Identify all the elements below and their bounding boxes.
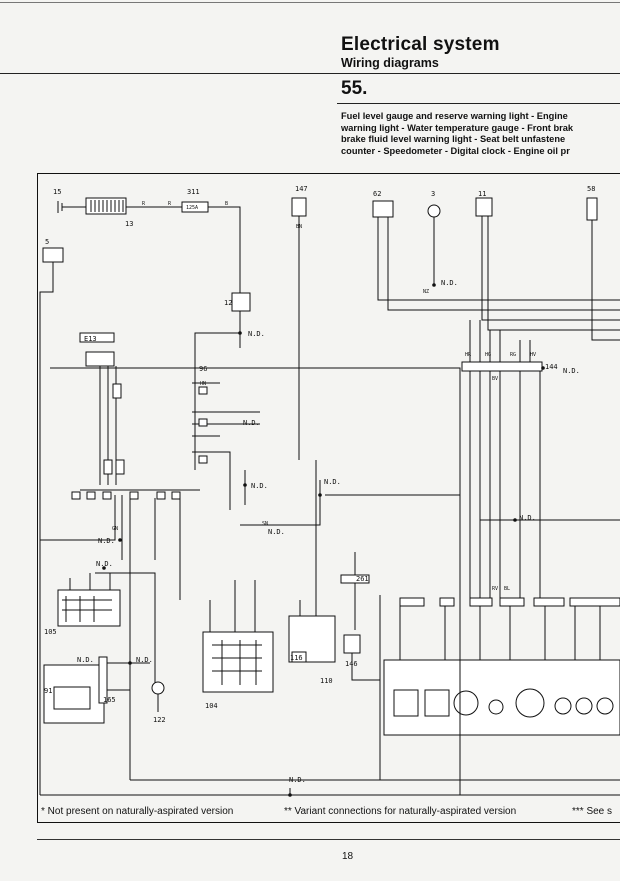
- nd-marker: N.D.: [324, 478, 341, 486]
- component-number-12: 12: [224, 299, 232, 307]
- nd-marker: N.D.: [248, 330, 265, 338]
- header-rule: [0, 73, 620, 74]
- nd-marker: N.D.: [441, 279, 458, 287]
- nd-marker: N.D.: [136, 656, 153, 664]
- section-rule: [337, 103, 620, 104]
- wire-color-code: SN: [262, 521, 268, 527]
- top-rule: [0, 2, 620, 3]
- component-number-116: 116: [290, 654, 303, 662]
- component-number-96: 96: [199, 365, 207, 373]
- bottom-rule: [37, 839, 620, 840]
- component-number-104: 104: [205, 702, 218, 710]
- wire-color-code: R: [168, 201, 172, 207]
- component-number-146: 146: [345, 660, 358, 668]
- page-subtitle: Wiring diagrams: [341, 56, 439, 70]
- description-line: brake fluid level warning light - Seat b…: [341, 134, 566, 144]
- component-number-13: 13: [125, 220, 133, 228]
- component-number-58: 58: [587, 185, 595, 193]
- wire-color-code: RG: [510, 352, 516, 358]
- component-number-3: 3: [431, 190, 435, 198]
- wire-color-code: GN: [112, 526, 118, 532]
- component-number-62: 62: [373, 190, 381, 198]
- wire-color-code: B: [225, 201, 228, 207]
- section-number: 55.: [341, 78, 368, 99]
- component-number-91: 91: [44, 687, 52, 695]
- component-number-11: 11: [478, 190, 486, 198]
- wire-color-code: HV: [530, 352, 536, 358]
- fuse-rating: 125A: [186, 205, 198, 211]
- component-number-165: 165: [103, 696, 116, 704]
- nd-marker: N.D.: [251, 482, 268, 490]
- footnote-not-present: * Not present on naturally-aspirated ver…: [41, 806, 234, 817]
- wire-color-code: BN: [296, 224, 302, 230]
- component-number-144: 144: [545, 363, 558, 371]
- component-number-147: 147: [295, 185, 308, 193]
- description-line: counter - Speedometer - Digital clock - …: [341, 145, 570, 156]
- nd-marker: N.D.: [563, 367, 580, 375]
- component-number-311: 311: [187, 188, 200, 196]
- component-number-15: 15: [53, 188, 61, 196]
- wire-color-code: HR: [465, 352, 472, 358]
- nd-marker: N.D.: [77, 656, 94, 664]
- footnote-variant-connections: ** Variant connections for naturally-asp…: [284, 806, 517, 817]
- component-number-122: 122: [153, 716, 166, 724]
- diagram-frame: [37, 173, 620, 823]
- page-title: Electrical system: [341, 34, 500, 55]
- wire-color-code: HG: [485, 352, 491, 358]
- nd-marker: N.D.: [96, 560, 113, 568]
- nd-marker: N.D.: [289, 776, 306, 784]
- description-line: Fuel level gauge and reserve warning lig…: [341, 111, 568, 121]
- component-number-261: 261: [356, 575, 369, 583]
- description-line: warning light - Water temperature gauge …: [341, 122, 574, 133]
- nd-marker: N.D.: [243, 419, 260, 427]
- wire-color-code: RV: [492, 586, 498, 592]
- nd-marker: N.D.: [268, 528, 285, 536]
- footnotes: * Not present on naturally-aspirated ver…: [37, 803, 620, 823]
- wire-color-code: R: [142, 201, 146, 207]
- diagram-description: Fuel level gauge and reserve warning lig…: [341, 111, 620, 157]
- component-number-e13: E13: [84, 335, 97, 343]
- wire-color-code: BL: [504, 586, 510, 592]
- component-number-5: 5: [45, 238, 49, 246]
- nd-marker: N.D.: [519, 514, 536, 522]
- footnote-see: *** See s: [572, 806, 613, 817]
- wire-color-code: HN: [200, 381, 206, 387]
- page-number: 18: [342, 851, 354, 862]
- component-number-105: 105: [44, 628, 57, 636]
- wire-color-code: BV: [492, 376, 498, 382]
- wire-color-code: NZ: [423, 289, 429, 295]
- component-number-110: 110: [320, 677, 333, 685]
- nd-marker: N.D.: [98, 537, 115, 545]
